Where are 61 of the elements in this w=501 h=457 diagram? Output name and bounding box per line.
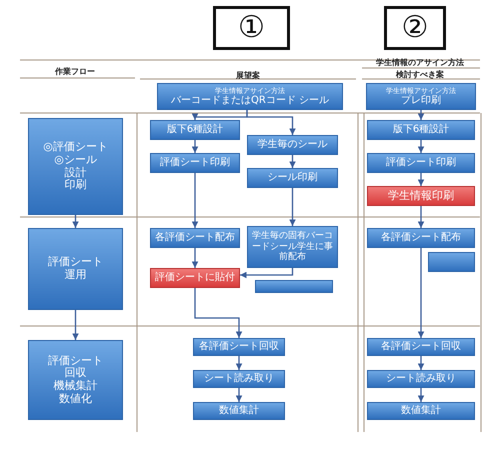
box-text: ◎評価シート bbox=[43, 141, 108, 154]
arrow bbox=[246, 110, 296, 135]
process-box bbox=[157, 83, 343, 110]
box-text: 運用 bbox=[64, 269, 86, 282]
arrow bbox=[236, 388, 242, 402]
process-box: 学生毎の固有バーコードシール学生に事前配布 bbox=[247, 226, 338, 268]
box-text: ◎シール bbox=[54, 154, 97, 166]
arrow bbox=[418, 173, 424, 186]
arrow bbox=[418, 140, 424, 153]
arrow bbox=[236, 356, 242, 370]
column-heading: 学生情報のアサイン方法 bbox=[376, 57, 464, 68]
arrow bbox=[418, 388, 424, 402]
box-text: 印刷 bbox=[64, 179, 86, 192]
arrow bbox=[192, 140, 198, 153]
process-box bbox=[28, 340, 123, 420]
arrow bbox=[418, 248, 424, 338]
column-heading: 検討すべき案 bbox=[396, 69, 444, 80]
number-box: ① bbox=[213, 6, 290, 50]
process-box: 評価シート印刷 bbox=[150, 153, 240, 173]
box-text: 設計 bbox=[64, 166, 86, 179]
column-heading: 作業フロー bbox=[55, 66, 95, 77]
arrow bbox=[192, 173, 198, 228]
process-box: 評価シートに貼付 bbox=[150, 268, 240, 288]
process-box: 学生毎のシール bbox=[247, 135, 338, 155]
box-text: 回収 bbox=[64, 367, 86, 380]
process-box bbox=[28, 228, 123, 310]
process-box: シール印刷 bbox=[247, 168, 338, 188]
process-box: 各評価シート配布 bbox=[367, 228, 475, 248]
box-text: 数値化 bbox=[59, 392, 92, 406]
arrow bbox=[72, 310, 79, 340]
arrow bbox=[72, 215, 79, 228]
process-box: シート読み取り bbox=[193, 370, 285, 388]
arrow bbox=[289, 188, 296, 226]
process-box: 学生情報印刷 bbox=[367, 186, 475, 206]
arrow bbox=[418, 110, 424, 120]
arrow bbox=[418, 206, 424, 228]
process-box bbox=[28, 118, 123, 215]
process-box: シート読み取り bbox=[367, 370, 475, 388]
process-box: 版下6種設計 bbox=[367, 120, 475, 140]
process-box bbox=[366, 83, 476, 110]
process-box: 版下6種設計 bbox=[150, 120, 240, 140]
arrow bbox=[418, 356, 424, 370]
note-box bbox=[428, 252, 475, 272]
box-text: 評価シート bbox=[48, 354, 103, 367]
arrow bbox=[289, 155, 296, 168]
number-box: ② bbox=[384, 6, 446, 50]
box-text: プレ印刷 bbox=[401, 94, 441, 106]
process-box: 数値集計 bbox=[367, 402, 475, 420]
process-box: 各評価シート配布 bbox=[150, 228, 240, 248]
box-text: 評価シート bbox=[48, 256, 103, 269]
process-box: 各評価シート回収 bbox=[193, 338, 285, 356]
box-text: 機械集計 bbox=[54, 380, 98, 393]
arrow bbox=[194, 288, 242, 338]
note-box bbox=[255, 280, 333, 293]
arrow bbox=[192, 248, 198, 268]
column-heading: 展望案 bbox=[236, 70, 260, 81]
arrow bbox=[240, 268, 294, 278]
process-box: 評価シート印刷 bbox=[367, 153, 475, 173]
box-text: バーコードまたはQRコード シール bbox=[171, 94, 329, 106]
process-box: 数値集計 bbox=[193, 402, 285, 420]
process-box: 各評価シート回収 bbox=[367, 338, 475, 356]
